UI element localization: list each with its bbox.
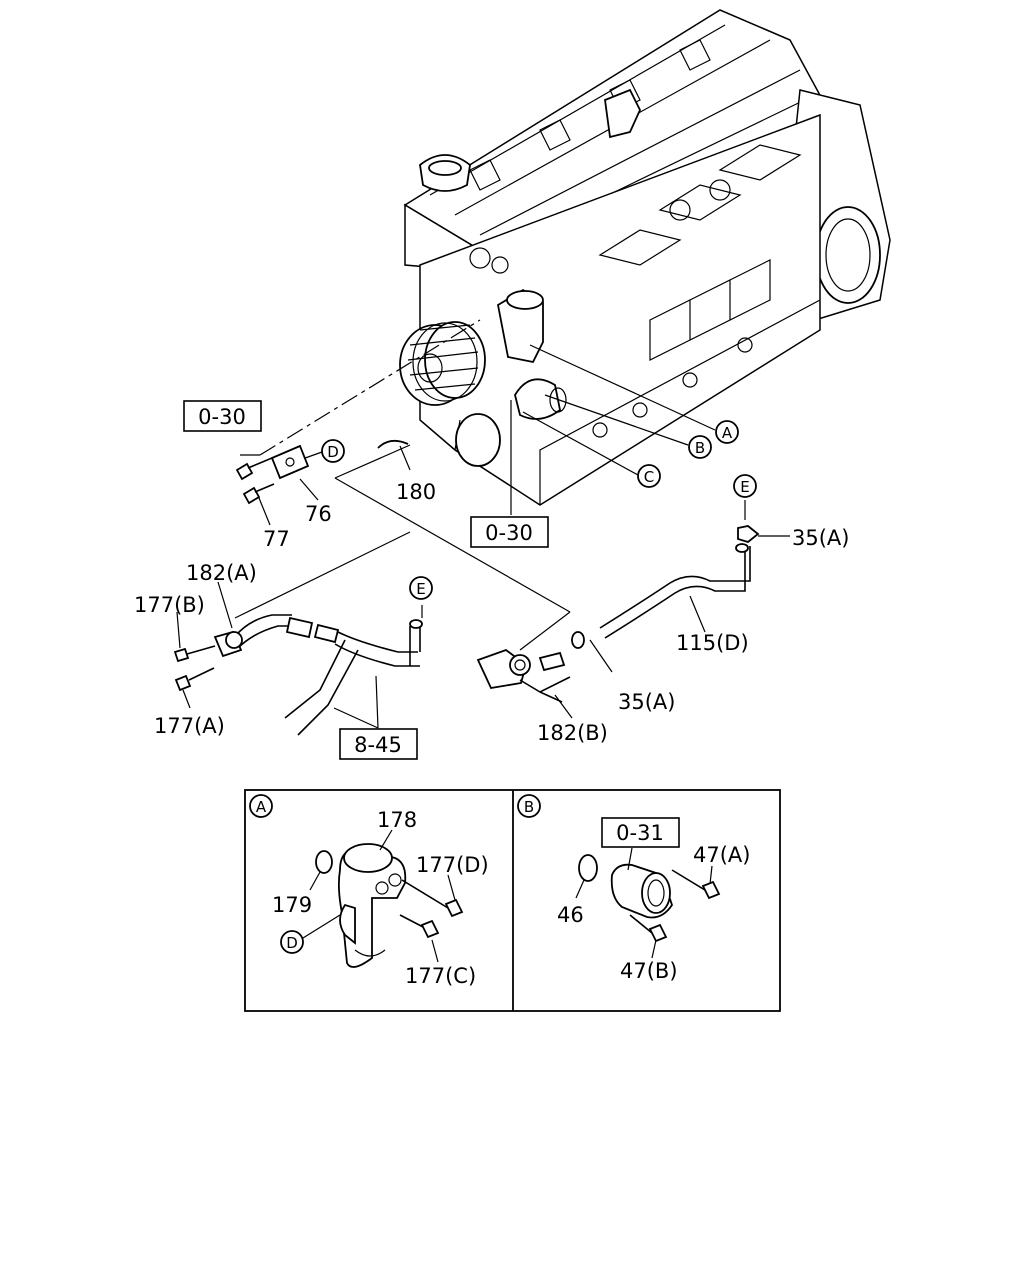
svg-text:E: E	[740, 478, 749, 496]
callout-e-left: E	[409, 576, 433, 600]
svg-text:C: C	[644, 468, 654, 486]
label-47a: 47(A)	[693, 843, 750, 867]
callout-d-main: D	[321, 439, 345, 463]
ref-box-8-45: 8-45	[339, 728, 418, 760]
label-76: 76	[305, 502, 332, 526]
engine-block-drawing	[399, 9, 891, 506]
label-177d: 177(D)	[416, 853, 489, 877]
detail-a: A D 178 179 177(D) 177(C)	[249, 794, 489, 988]
label-115d: 115(D)	[676, 631, 749, 655]
label-47b: 47(B)	[620, 959, 678, 983]
callout-c-main: C	[637, 464, 661, 488]
svg-text:8-45: 8-45	[354, 733, 402, 757]
ref-box-0-31: 0-31	[616, 821, 664, 845]
svg-text:A: A	[722, 424, 733, 442]
svg-text:B: B	[695, 439, 705, 457]
svg-text:0-30: 0-30	[198, 405, 246, 429]
svg-text:D: D	[327, 443, 339, 461]
svg-text:A: A	[256, 798, 267, 816]
label-77: 77	[263, 527, 290, 551]
svg-text:D: D	[286, 934, 298, 952]
label-177c: 177(C)	[405, 964, 476, 988]
label-177b: 177(B)	[134, 593, 205, 617]
label-35a-bottom: 35(A)	[618, 690, 675, 714]
callout-a-main: A	[715, 420, 739, 444]
label-182a: 182(A)	[186, 561, 257, 585]
detail-b: B 0-31 46 47(A) 47(B)	[517, 794, 750, 983]
label-179: 179	[272, 893, 312, 917]
label-35a-top: 35(A)	[792, 526, 849, 550]
svg-text:0-30: 0-30	[485, 521, 533, 545]
label-180: 180	[396, 480, 436, 504]
label-178: 178	[377, 808, 417, 832]
ref-box-0-30-top: 0-30	[183, 400, 262, 432]
svg-text:E: E	[416, 580, 425, 598]
svg-text:B: B	[524, 798, 534, 816]
callout-e-right: E	[733, 474, 757, 498]
detail-panels-frame	[244, 789, 781, 1012]
label-46: 46	[557, 903, 584, 927]
parts-main	[173, 439, 790, 736]
ref-box-0-30-mid: 0-30	[470, 516, 549, 548]
callout-b-main: B	[688, 435, 712, 459]
label-177a: 177(A)	[154, 714, 225, 738]
label-182b: 182(B)	[537, 721, 608, 745]
